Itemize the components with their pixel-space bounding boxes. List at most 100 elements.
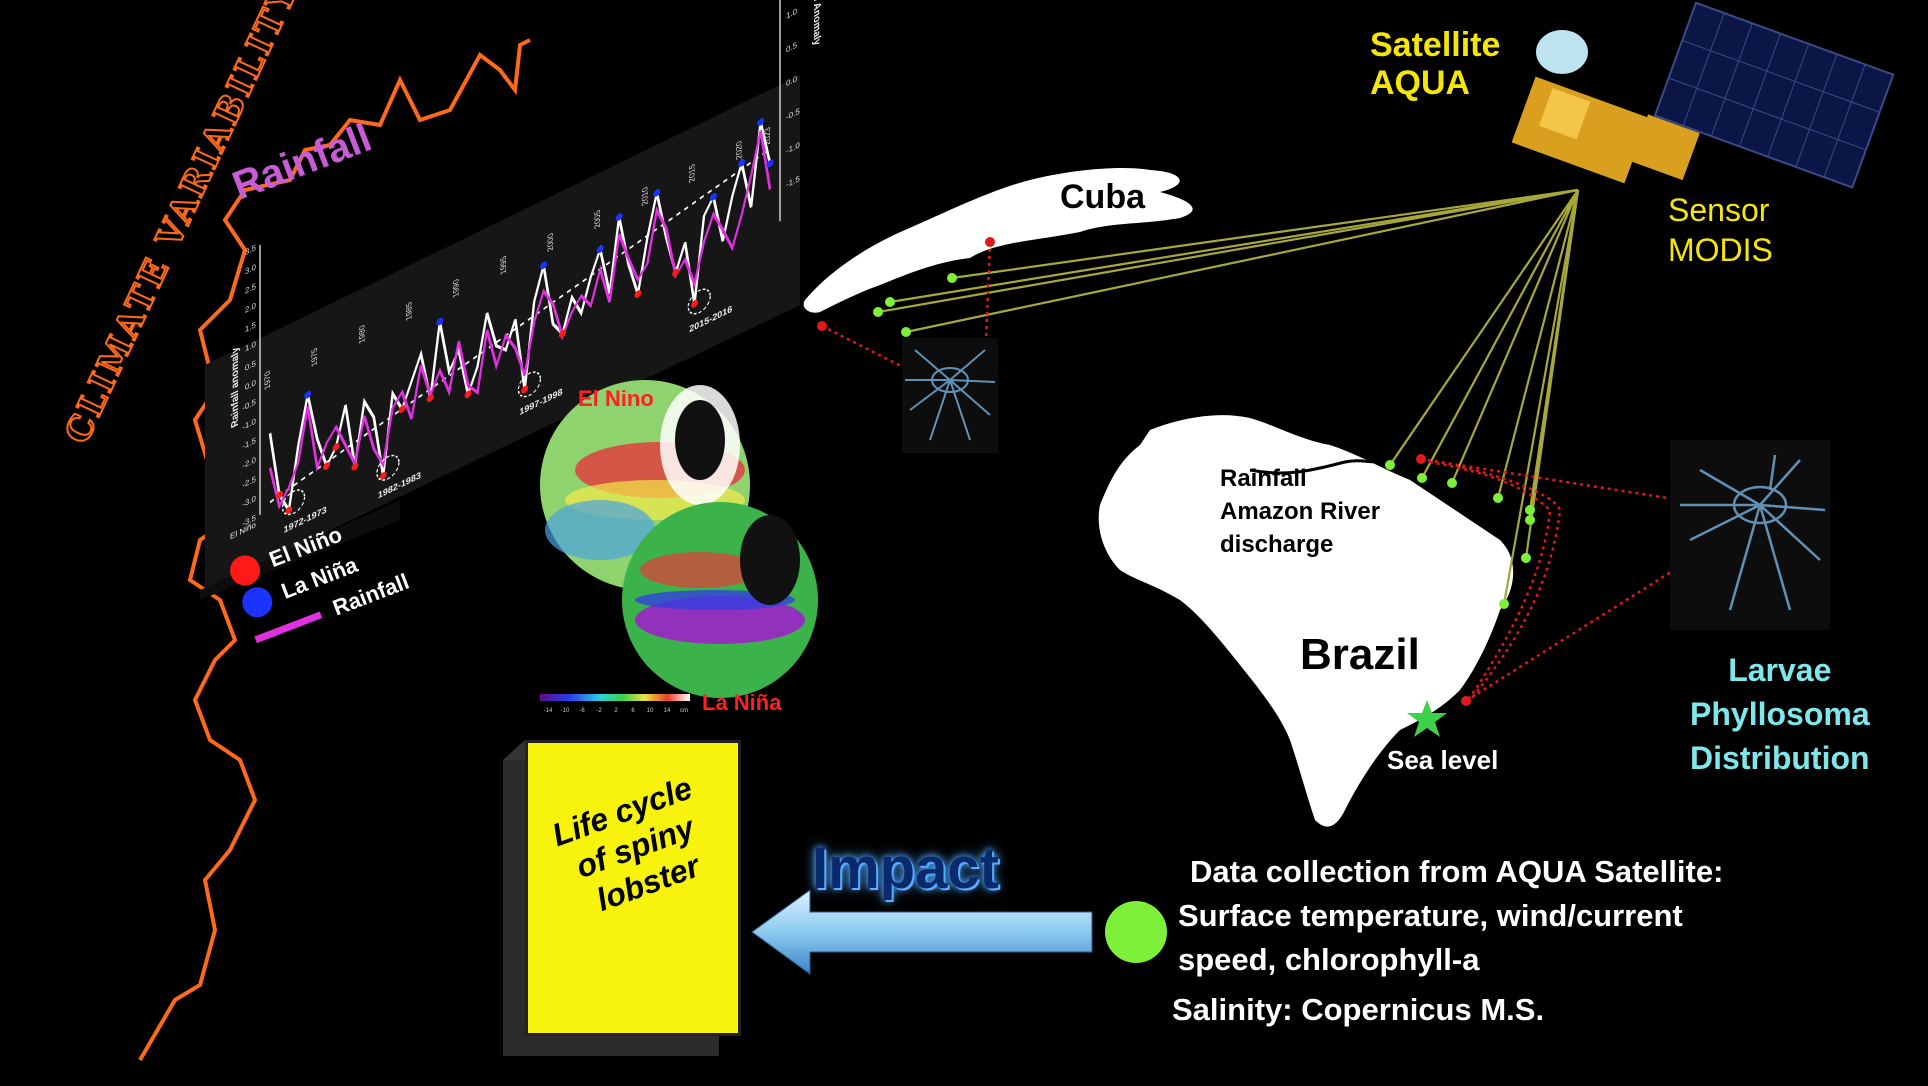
- brazil-map: [1098, 415, 1514, 827]
- scale-tick-label: -6: [579, 708, 585, 714]
- rainfall-amazon-label: Rainfall Amazon River discharge: [1220, 462, 1380, 561]
- data-point: [464, 390, 472, 399]
- x-tick-label: 2023: [762, 125, 771, 148]
- data-collection-line1: Data collection from AQUA Satellite:: [1190, 854, 1724, 889]
- connection-line: [821, 324, 906, 370]
- data-point: [285, 506, 293, 515]
- y-tick-label: 2.5: [245, 281, 256, 296]
- x-tick-label: 1990: [451, 277, 460, 300]
- brazil-label: Brazil: [1300, 630, 1420, 679]
- larvae-point: [1416, 454, 1426, 464]
- satellite-beam: [951, 188, 1579, 280]
- globe-la-nina: [622, 502, 818, 698]
- data-point: [332, 443, 340, 451]
- satellite-beam: [1450, 189, 1580, 484]
- data-point: [757, 118, 765, 127]
- series-line-enso: [268, 121, 772, 515]
- data-point: [691, 299, 699, 308]
- scale-tick-label: 2: [614, 708, 618, 714]
- y-tick-label: 1.5: [245, 319, 256, 334]
- y2-axis-label: SOI Anomaly: [811, 0, 822, 48]
- sensor-label-line2: MODIS: [1668, 232, 1773, 268]
- y-tick-label: 0.5: [245, 358, 256, 373]
- larvae-points: [817, 237, 1471, 706]
- data-point: [596, 245, 604, 254]
- scale-tick-label: -2: [596, 708, 602, 714]
- satellite-beam: [1421, 189, 1579, 479]
- observation-point: [873, 307, 883, 317]
- connection-line: [984, 241, 992, 341]
- chart-panel: 3.53.02.52.01.51.00.50.0-0.5-1.0-1.5-2.0…: [200, 0, 823, 600]
- x-tick-label: 1995: [498, 254, 507, 277]
- data-point: [521, 385, 529, 394]
- data-point: [709, 192, 717, 201]
- connection-line: [1420, 457, 1681, 502]
- data-point: [634, 290, 642, 298]
- x-tick-label: 1980: [357, 323, 366, 346]
- x-tick-label: 2010: [640, 185, 649, 208]
- data-point: [653, 188, 661, 197]
- sensor-label-line1: Sensor: [1668, 192, 1770, 228]
- satellite-label: Satellite AQUA: [1370, 26, 1500, 102]
- data-collection-text: Data collection from AQUA Satellite: Sur…: [1172, 850, 1724, 1032]
- x-tick-label: 2015: [687, 162, 696, 185]
- impact-label: Impact: [812, 836, 999, 901]
- data-point: [540, 261, 548, 270]
- data-collection-line4: Salinity: Copernicus M.S.: [1172, 992, 1545, 1027]
- x-tick-label: 2005: [593, 208, 602, 231]
- observation-point: [1499, 599, 1509, 609]
- data-point: [558, 329, 566, 338]
- sea-level-star-icon: [1407, 700, 1447, 737]
- data-point: [766, 159, 774, 168]
- sensor-label: Sensor MODIS: [1668, 190, 1773, 270]
- larvae-image-cuba: [902, 338, 998, 453]
- y-tick-label: 0.0: [245, 377, 256, 392]
- y2-tick-label: 0.0: [786, 73, 797, 88]
- y-tick-label: 3.5: [245, 242, 256, 257]
- observation-point: [1525, 505, 1535, 515]
- scale-tick-label: 6: [631, 708, 635, 714]
- el-nino-globe-label: El Nino: [578, 386, 654, 411]
- x-tick-label: 1970: [262, 369, 271, 392]
- satellite-beam: [905, 188, 1579, 334]
- scale-tick-label: cm: [680, 708, 688, 714]
- cuba-label: Cuba: [1060, 178, 1145, 216]
- satellite-beam: [889, 188, 1579, 304]
- observation-point: [1447, 478, 1457, 488]
- y-axis-label: Rainfall anomaly: [229, 345, 240, 430]
- data-point: [426, 394, 434, 403]
- data-point: [672, 268, 680, 277]
- cuba-map: [803, 168, 1193, 313]
- data-collection-line2: Surface temperature, wind/current: [1178, 898, 1683, 933]
- satellite-beam: [1524, 189, 1580, 559]
- data-point: [351, 462, 359, 471]
- larvae-point: [985, 237, 995, 247]
- satellite-beam: [1496, 189, 1580, 499]
- rainfall-amazon-line2: Amazon River: [1220, 498, 1381, 525]
- scale-tick-label: -10: [561, 708, 570, 714]
- x-tick-label: 1985: [404, 300, 413, 323]
- sea-level-label: Sea level: [1387, 745, 1499, 775]
- data-point: [275, 490, 283, 499]
- connection-line: [1420, 457, 1562, 701]
- rainfall-amazon-line1: Rainfall: [1220, 465, 1307, 492]
- globe-el-nino: [540, 380, 750, 590]
- larvae-connection-lines: [821, 241, 1691, 704]
- observation-point: [1385, 460, 1395, 470]
- data-point: [323, 462, 331, 470]
- x-tick-label: 1975: [310, 346, 319, 369]
- y-tick-label: 1.0: [245, 339, 256, 354]
- data-point: [379, 471, 387, 480]
- scale-tick-label: 14: [664, 708, 671, 714]
- event-circle: [687, 288, 711, 315]
- lifecycle-box: [525, 740, 741, 1036]
- event-circle: [517, 371, 542, 398]
- scale-tick-label: -14: [544, 708, 553, 714]
- rainfall-amazon-line3: discharge: [1220, 531, 1334, 558]
- satellite-label-line2: AQUA: [1370, 64, 1471, 102]
- connection-line: [1429, 460, 1552, 704]
- data-point: [304, 390, 312, 399]
- satellite-beam: [877, 188, 1579, 314]
